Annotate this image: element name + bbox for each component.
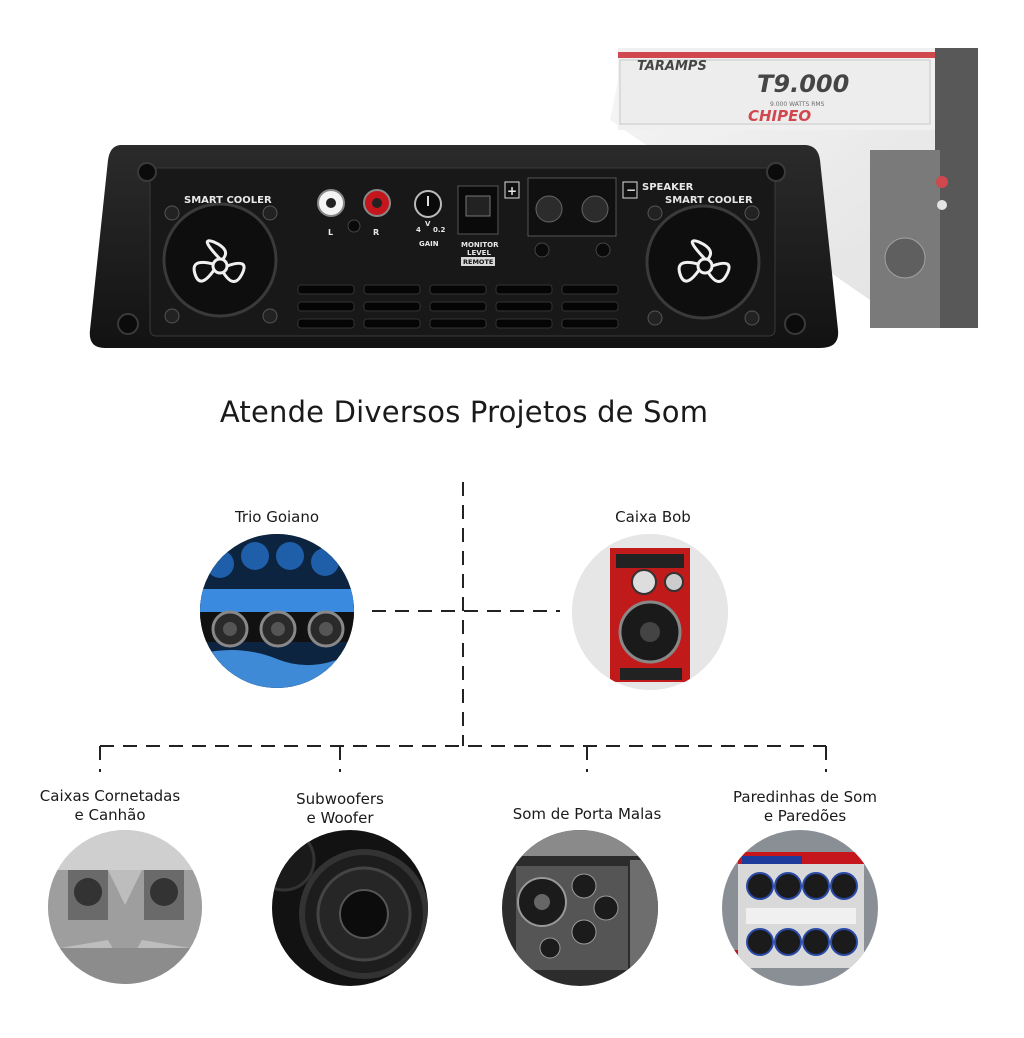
project-label-paredinhas: Paredinhas de Som e Paredões [720, 788, 890, 826]
project-label-line1: Paredinhas de Som [733, 788, 877, 806]
project-label-line1: Subwoofers [296, 790, 384, 808]
caixa-bob-image [572, 534, 728, 690]
paredinhas-image [722, 830, 878, 986]
fan-icon [192, 239, 246, 283]
gain-min: 4 [416, 226, 421, 234]
right-cooler-label: SMART COOLER [665, 195, 753, 206]
top-model: T9.000 [757, 70, 849, 98]
top-series: CHIPEO [748, 107, 811, 125]
som-de-porta-malas-image [502, 830, 658, 986]
gain-unit: V [425, 220, 431, 228]
gain-max: 0.2 [433, 226, 446, 234]
project-label-line2: e Canhão [74, 806, 146, 824]
project-label-trio-goiano: Trio Goiano [234, 508, 320, 526]
remote-label: REMOTE [463, 258, 493, 266]
top-brand: TARAMPS [637, 59, 707, 74]
project-label-caixas-cornetadas: Caixas Cornetadas e Canhão [30, 787, 190, 825]
speaker-label: SPEAKER [642, 182, 694, 193]
project-label-caixa-bob: Caixa Bob [615, 508, 691, 526]
project-label-line1: Caixas Cornetadas [39, 787, 181, 805]
gain-label: GAIN [419, 240, 439, 248]
project-label-line2: e Woofer [306, 809, 374, 827]
minus-label: − [626, 183, 636, 197]
amplifier-front-panel: SMART COOLER SMART COOLER L R [89, 145, 839, 348]
project-label-subwoofers: Subwoofers e Woofer [260, 790, 420, 828]
monitor-label: MONITOR [461, 241, 499, 249]
project-label-som-de-porta-malas: Som de Porta Malas [497, 805, 677, 824]
plus-label: + [507, 184, 517, 198]
amplifier-top-view: TARAMPS T9.000 9.000 WATTS RMS CHIPEO [610, 48, 978, 328]
left-cooler-label: SMART COOLER [184, 195, 272, 206]
subwoofers-image [272, 830, 428, 986]
project-label-line2: e Paredões [763, 807, 847, 825]
trio-goiano-image [200, 534, 354, 688]
caixas-cornetadas-image [48, 830, 202, 984]
section-heading: Atende Diversos Projetos de Som [219, 395, 709, 429]
amplifier-product-image: TARAMPS T9.000 9.000 WATTS RMS CHIPEO [0, 0, 1024, 370]
level-label: LEVEL [467, 249, 491, 257]
project-label-line1: Som de Porta Malas [512, 805, 662, 823]
connector-lines [99, 482, 827, 772]
top-sub: 9.000 WATTS RMS [770, 101, 825, 108]
fan-icon-right [677, 239, 731, 283]
rca-left-label: L [328, 228, 333, 237]
vent-grille [297, 284, 619, 329]
rca-right-label: R [373, 228, 379, 237]
